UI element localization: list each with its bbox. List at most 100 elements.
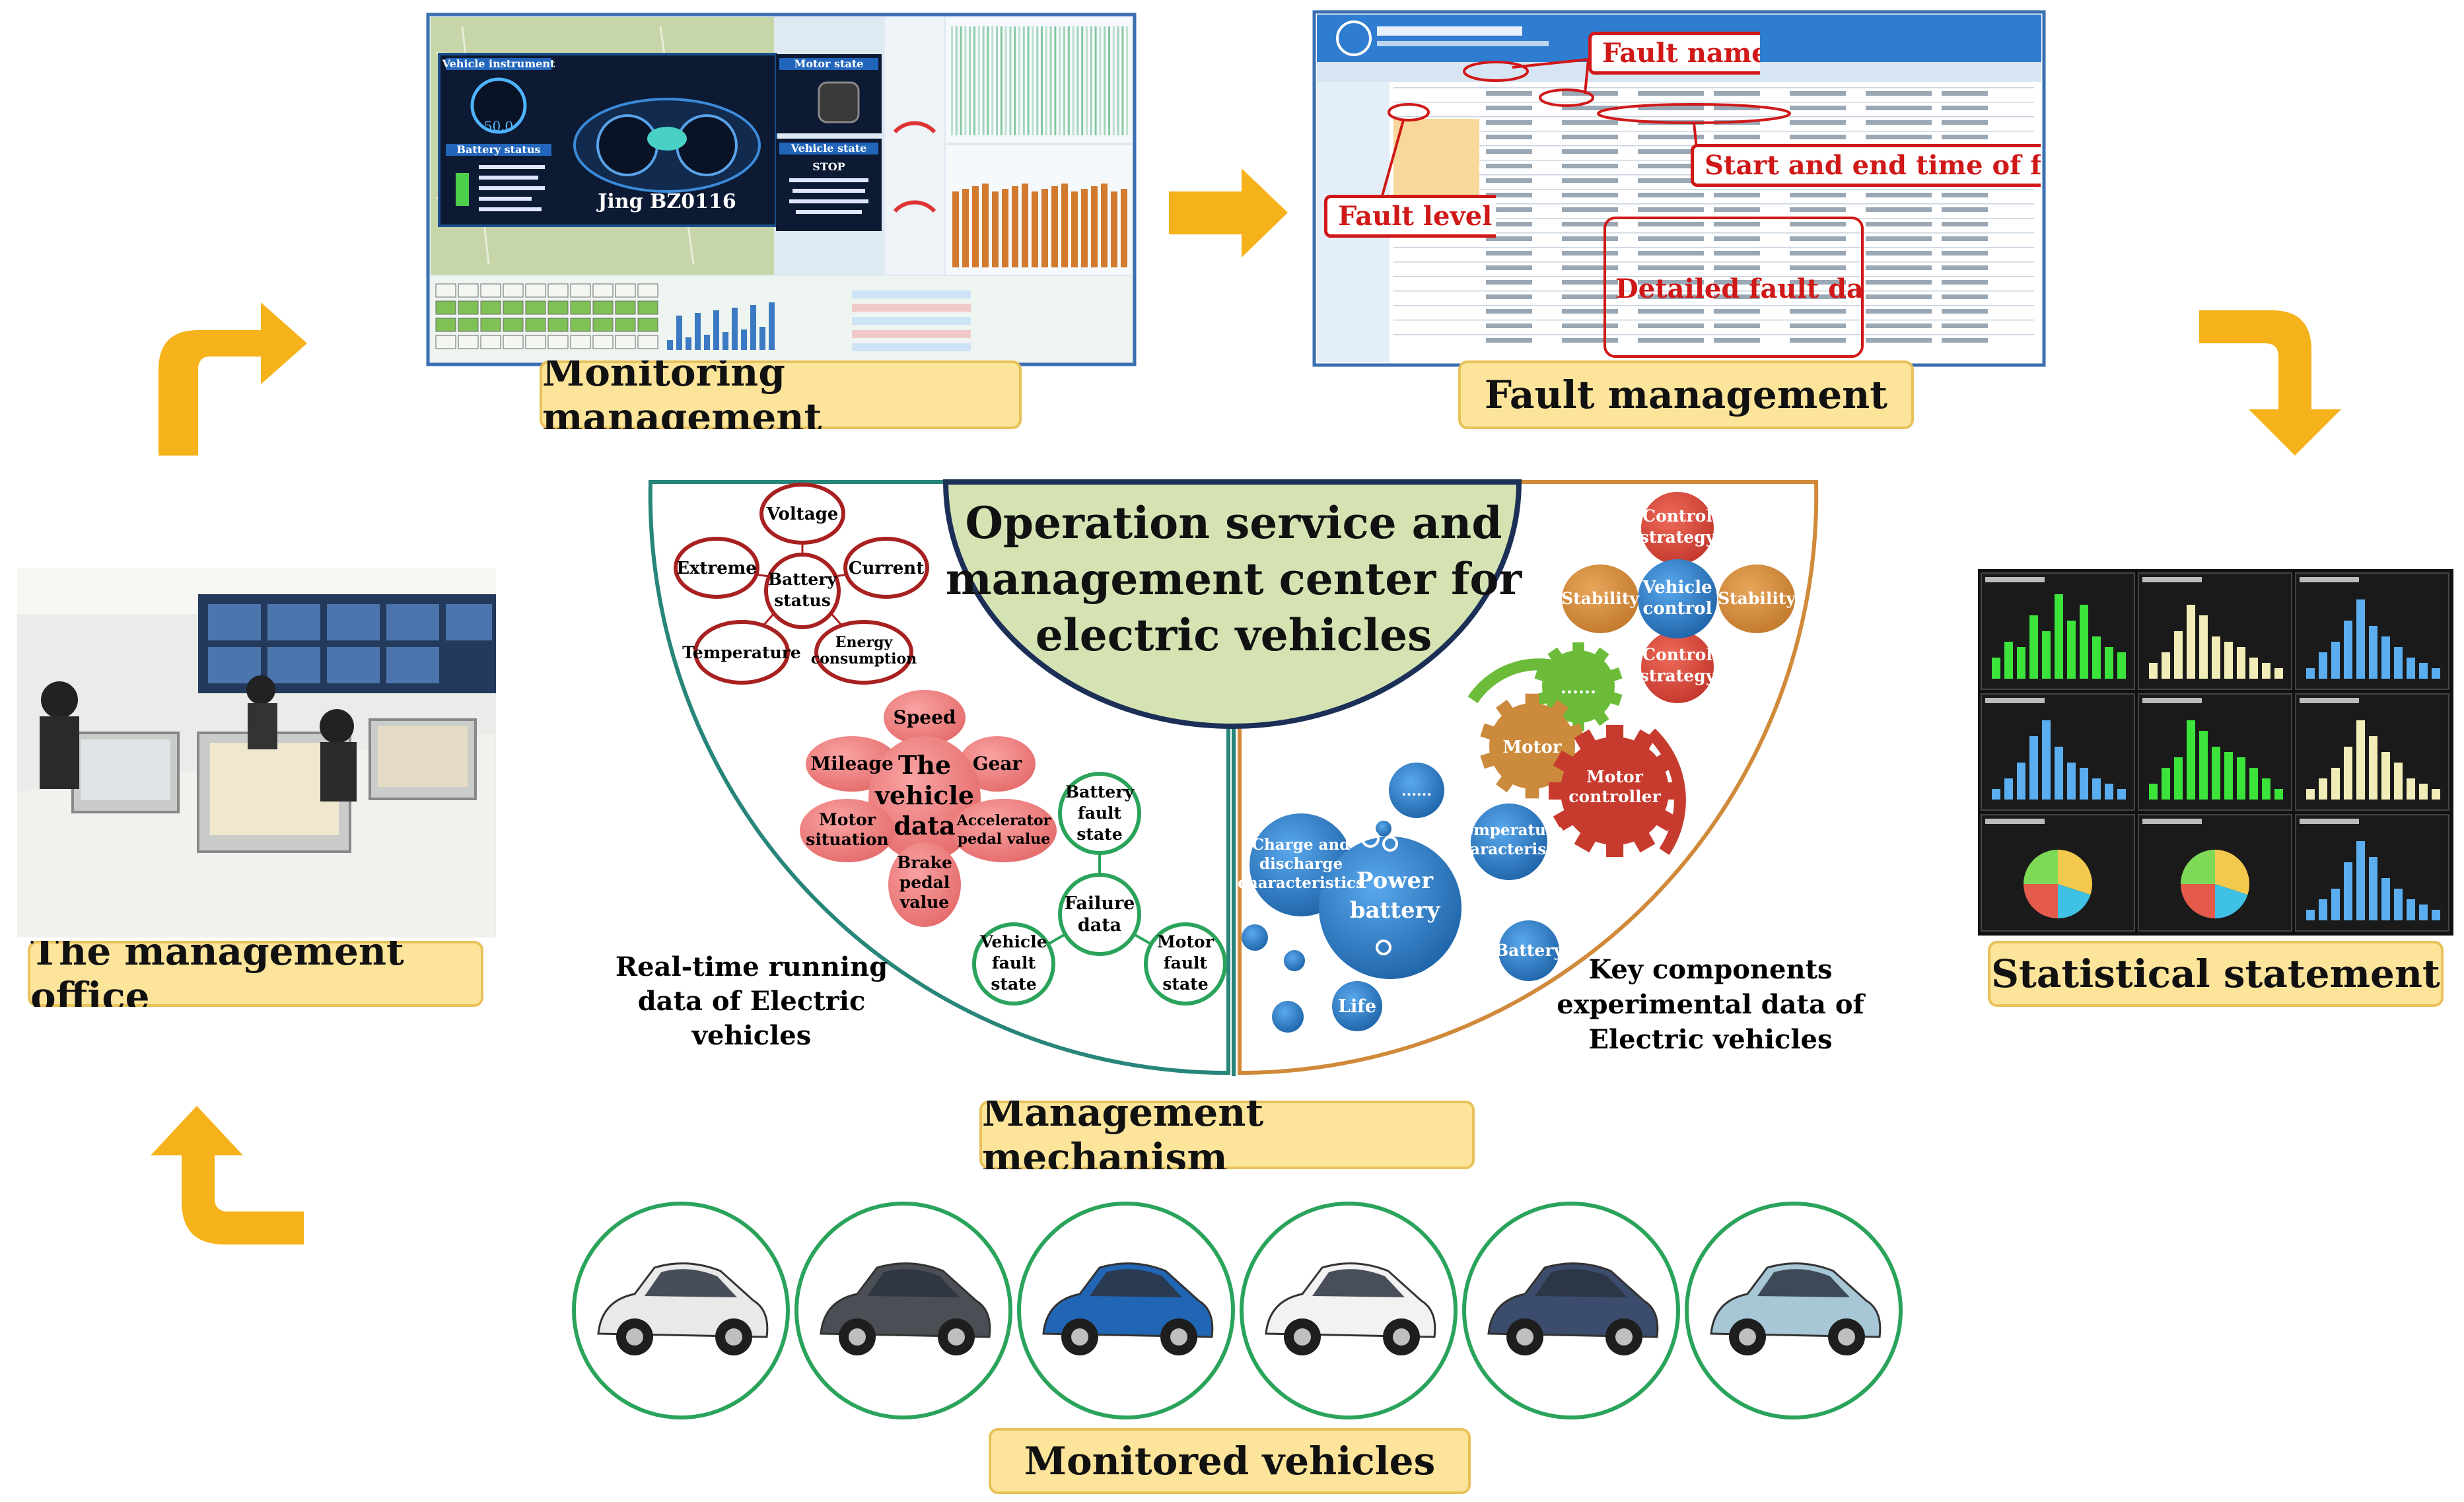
- right-caption-3: Electric vehicles: [1588, 1024, 1832, 1055]
- motor-state-title: Motor state: [794, 57, 864, 70]
- node-current: Current: [849, 559, 924, 578]
- callout-fault-level: Fault level: [1324, 195, 1496, 238]
- node-temp-char-1: Temperature: [1454, 821, 1563, 839]
- center-title-line3: electric vehicles: [1036, 609, 1432, 661]
- vehicle-stop-text: STOP: [812, 160, 845, 173]
- battery-status-title: Battery status: [457, 143, 541, 156]
- label-management-mechanism: Management mechanism: [979, 1101, 1475, 1169]
- node-control-strategy-top-2: strategy: [1640, 528, 1716, 547]
- label-fault-management: Fault management: [1458, 360, 1914, 429]
- gauge-value: 50.0: [484, 118, 514, 134]
- node-battery-status-1: Battery: [768, 570, 838, 589]
- node-battery-fault-1: Battery: [1065, 782, 1135, 802]
- center-title-shape: [942, 479, 1522, 729]
- node-motor-fault-2: fault: [1164, 953, 1208, 973]
- power-battery-cluster: ...... Temperature characteristic Charge…: [1238, 763, 1568, 1033]
- car-body: [1265, 1262, 1436, 1338]
- node-vehicle-data-2: vehicle: [874, 780, 974, 810]
- vehicle-data-cluster: Speed Mileage Gear The vehicle data Moto…: [800, 690, 1057, 927]
- right-half-outline: [1238, 480, 1819, 1075]
- node-speed: Speed: [893, 706, 956, 728]
- node-stability-right: Stability: [1718, 589, 1796, 608]
- node-gear: Gear: [973, 753, 1023, 774]
- node-motor-controller-1: Motor: [1586, 767, 1644, 786]
- center-title-line2: management center for: [946, 553, 1523, 605]
- node-extreme: Extreme: [676, 559, 757, 578]
- node-vehicle-fault-2: fault: [992, 953, 1036, 973]
- callout-fault-time: Start and end time of fault: [1691, 144, 2041, 187]
- node-vehicle-fault-1: Vehicle: [979, 932, 1047, 951]
- car-body: [1042, 1262, 1214, 1338]
- node-motor-1: Motor: [819, 810, 876, 829]
- node-vehicle-control-2: control: [1642, 599, 1712, 619]
- node-accel-2: pedal value: [958, 831, 1050, 848]
- node-control-strategy-top-1: Control: [1642, 506, 1712, 526]
- motor-gears: ...... Motor Motor controller: [1467, 642, 1686, 858]
- arrow-to-office: [151, 1106, 304, 1245]
- node-vehicle-data-3: data: [894, 811, 955, 840]
- node-energy-1: Energy: [835, 634, 894, 651]
- node-battery-dots: ......: [1401, 782, 1432, 800]
- node-accel-1: Accelerator: [956, 812, 1051, 829]
- node-vehicle-data-1: The: [898, 750, 951, 780]
- left-caption-2: data of Electric: [638, 986, 866, 1017]
- callout-detailed-fault-data: Detailed fault data: [1615, 273, 1862, 304]
- label-monitored-vehicles: Monitored vehicles: [989, 1428, 1471, 1494]
- car-body: [820, 1262, 991, 1338]
- node-failure-1: Failure: [1065, 893, 1135, 914]
- node-control-strategy-bottom-2: strategy: [1640, 666, 1716, 685]
- label-statistical-statement: Statistical statement: [1988, 941, 2444, 1007]
- statistical-dashboard: [1978, 569, 2453, 936]
- node-brake-3: value: [899, 893, 949, 912]
- node-brake-2: pedal: [899, 873, 950, 892]
- car-body: [597, 1262, 769, 1338]
- callout-fault-name: Fault name: [1588, 32, 1760, 75]
- node-motor-2: situation: [806, 830, 888, 849]
- node-power-battery-1: Power: [1356, 868, 1434, 894]
- node-life: Life: [1338, 996, 1376, 1017]
- management-office-photo: [17, 568, 496, 938]
- node-charge-2: discharge: [1259, 855, 1343, 873]
- left-half-outline: [648, 480, 1230, 1075]
- arrow-fault-to-statistics: [2199, 310, 2341, 456]
- battery-status-cluster: Voltage Extreme Current Battery status T…: [674, 483, 929, 685]
- monitoring-screenshot: Vehicle instrument 50.0 Battery status J…: [426, 13, 1137, 366]
- monitored-vehicles: [572, 1202, 1903, 1419]
- node-temp-char-2: characteristic: [1450, 840, 1568, 858]
- node-battery: Battery: [1495, 941, 1565, 960]
- vehicle-control-cluster: Control strategy Control strategy Stabil…: [1561, 492, 1796, 703]
- right-caption-2: experimental data of: [1557, 989, 1866, 1020]
- arrow-monitoring-to-fault: [1169, 168, 1288, 257]
- node-vehicle-fault-3: state: [991, 974, 1036, 994]
- node-failure-2: data: [1078, 915, 1121, 936]
- node-charge-1: Charge and: [1252, 836, 1350, 854]
- failure-data-cluster: Battery fault state Failure data Vehicle…: [972, 772, 1227, 1006]
- left-caption-1: Real-time running: [616, 951, 888, 982]
- node-energy-2: consumption: [811, 650, 917, 667]
- right-caption-1: Key components: [1588, 954, 1832, 985]
- node-vehicle-control-1: Vehicle: [1642, 578, 1712, 597]
- node-battery-fault-2: fault: [1078, 803, 1122, 823]
- node-motor-fault-1: Motor: [1157, 932, 1214, 951]
- arrow-to-monitoring: [158, 302, 307, 456]
- node-power-battery-2: battery: [1350, 897, 1441, 924]
- node-motor-fault-3: state: [1162, 974, 1208, 994]
- car-body: [1710, 1262, 1882, 1338]
- node-gear-dots: ......: [1561, 678, 1596, 698]
- node-voltage: Voltage: [766, 504, 839, 524]
- car-body: [1487, 1262, 1659, 1338]
- label-monitoring-management: Monitoring management: [540, 360, 1022, 429]
- node-battery-fault-3: state: [1076, 825, 1122, 844]
- vehicle-plate: Jing BZ0116: [596, 190, 736, 213]
- node-mileage: Mileage: [810, 753, 894, 774]
- label-management-office: The management office: [28, 941, 483, 1007]
- node-stability-left: Stability: [1561, 589, 1640, 608]
- vehicle-state-title: Vehicle state: [791, 142, 867, 154]
- center-title-line1: Operation service and: [965, 497, 1502, 549]
- node-motor-gear: Motor: [1502, 737, 1561, 757]
- fault-annotations: [1380, 58, 1864, 358]
- node-battery-status-2: status: [774, 591, 831, 610]
- node-control-strategy-bottom-1: Control: [1642, 645, 1712, 664]
- vehicle-instrument-title: Vehicle instrument: [442, 57, 555, 70]
- left-caption-3: vehicles: [691, 1020, 812, 1051]
